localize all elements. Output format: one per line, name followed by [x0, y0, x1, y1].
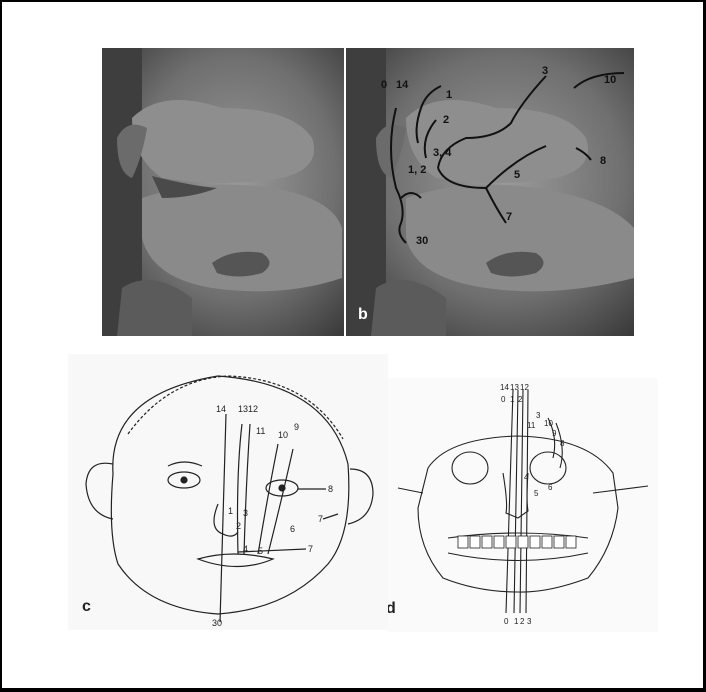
- d-annot-3: 3: [536, 411, 541, 420]
- d-annot-2: 2: [518, 395, 523, 404]
- d-annot-14: 14: [500, 383, 509, 392]
- c-annot-8: 8: [328, 484, 333, 494]
- c-annot-7b: 7: [318, 514, 323, 524]
- d-annot-8: 8: [560, 439, 565, 448]
- d-annot-9: 9: [552, 429, 557, 438]
- b-annot-3-4: 3, 4: [433, 147, 452, 159]
- b-annot-30: 30: [416, 235, 428, 247]
- c-annot-12: 12: [248, 404, 258, 414]
- embryo-face-photo-b: 0 14 1 2 3, 4 1, 2 3 10 5 8 7 30: [346, 48, 634, 336]
- b-annot-2: 2: [443, 114, 449, 126]
- panel-b-photo: 0 14 1 2 3, 4 1, 2 3 10 5 8 7 30 b: [346, 48, 634, 336]
- panel-c-label: c: [82, 598, 91, 616]
- c-annot-30: 30: [212, 618, 222, 628]
- c-annot-2: 2: [236, 521, 241, 531]
- b-annot-5: 5: [514, 169, 520, 181]
- c-annot-4: 4: [243, 544, 248, 554]
- c-annot-9: 9: [294, 422, 299, 432]
- panel-a-photo: a: [102, 48, 344, 336]
- c-annot-1: 1: [228, 506, 233, 516]
- d-annot-0: 0: [501, 395, 506, 404]
- d-annot-b3: 3: [527, 617, 532, 626]
- b-annot-1: 1: [446, 89, 452, 101]
- b-annot-7: 7: [506, 211, 512, 223]
- face-drawing: 14 13 12 11 9 10 8 1 3 2 4 5 6 7 7 30: [68, 354, 388, 630]
- panel-d-label: d: [388, 600, 396, 618]
- d-annot-b1: 1: [514, 617, 519, 626]
- d-annot-b2: 2: [520, 617, 525, 626]
- d-annot-b0: 0: [504, 617, 509, 626]
- panel-b-label: b: [358, 306, 368, 324]
- b-annot-8: 8: [600, 155, 606, 167]
- b-annot-14: 14: [396, 79, 409, 91]
- b-annot-1-2: 1, 2: [408, 164, 426, 176]
- skull-drawing: 14 13 12 0 1 2 11 3 10 9 8 4 5 6 0 1 2 3: [388, 378, 658, 632]
- d-annot-13: 13: [510, 383, 519, 392]
- d-annot-5: 5: [534, 489, 539, 498]
- b-annot-3: 3: [542, 65, 548, 77]
- panel-c-drawing: 14 13 12 11 9 10 8 1 3 2 4 5 6 7 7 30 c: [68, 354, 388, 630]
- d-annot-12: 12: [520, 383, 529, 392]
- d-annot-4: 4: [524, 473, 529, 482]
- c-annot-7a: 7: [308, 544, 313, 554]
- d-annot-10: 10: [544, 419, 553, 428]
- panel-d-drawing: 14 13 12 0 1 2 11 3 10 9 8 4 5 6 0 1 2 3…: [388, 378, 658, 632]
- c-annot-10: 10: [278, 430, 288, 440]
- embryo-face-photo-a: [102, 48, 344, 336]
- c-annot-3: 3: [243, 508, 248, 518]
- d-annot-1: 1: [510, 395, 515, 404]
- c-annot-13: 13: [238, 404, 248, 414]
- b-annot-0: 0: [381, 79, 387, 91]
- b-annot-10: 10: [604, 74, 616, 86]
- d-annot-6: 6: [548, 483, 553, 492]
- c-annot-11: 11: [256, 426, 265, 436]
- c-annot-14: 14: [216, 404, 226, 414]
- d-annot-11: 11: [527, 421, 536, 430]
- c-annot-5: 5: [258, 546, 263, 556]
- c-annot-6: 6: [290, 524, 295, 534]
